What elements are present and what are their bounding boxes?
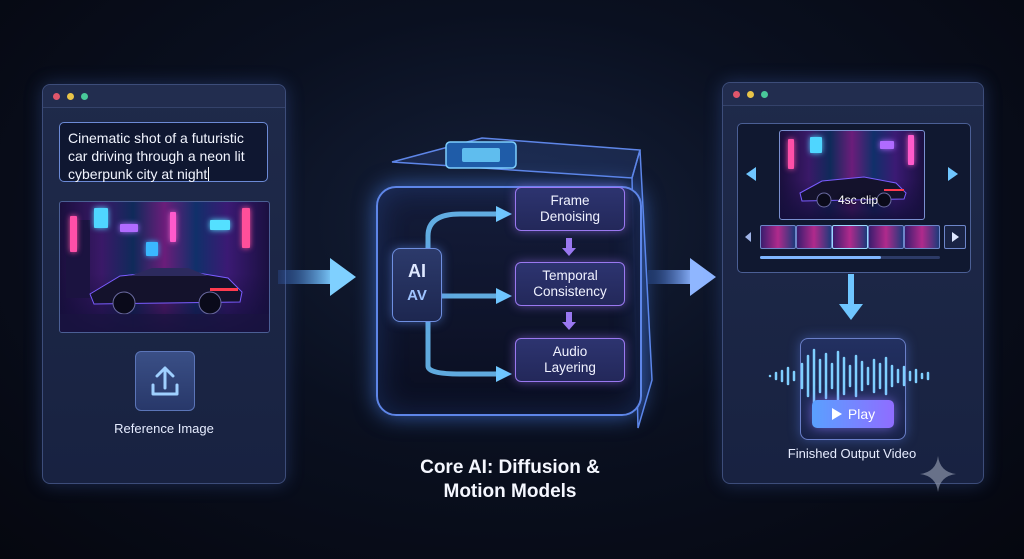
playback-progress-fill <box>760 256 881 259</box>
timeline-next-button[interactable] <box>944 225 966 249</box>
timeline-prev-icon[interactable] <box>743 231 753 243</box>
window-minimize-dot[interactable] <box>67 93 74 100</box>
ai-chip-line2: AV <box>407 287 427 304</box>
step-frame-denoising-label: Frame Denoising <box>539 193 601 224</box>
upload-button[interactable] <box>135 351 195 411</box>
core-title: Core AI: Diffusion & Motion Models <box>400 456 620 504</box>
playback-progress-track[interactable] <box>760 256 940 259</box>
ai-chip: AI AV <box>392 248 442 322</box>
window-maximize-dot[interactable] <box>761 91 768 98</box>
timeline-thumb[interactable] <box>868 225 904 249</box>
prompt-text: Cinematic shot of a futuristic car drivi… <box>68 130 245 182</box>
window-close-dot[interactable] <box>53 93 60 100</box>
timeline-next-icon <box>952 232 959 242</box>
car-illustration <box>799 176 907 208</box>
prev-arrow-icon[interactable] <box>744 166 758 182</box>
timeline-thumb[interactable] <box>760 225 796 249</box>
ai-chip-line1: AI <box>408 261 426 281</box>
timeline-thumb[interactable] <box>796 225 832 249</box>
next-arrow-icon[interactable] <box>946 166 960 182</box>
video-preview[interactable]: 4sc clip <box>779 130 925 220</box>
upload-icon <box>151 366 179 396</box>
flow-arrow-core-to-output <box>648 258 716 296</box>
prompt-input[interactable]: Cinematic shot of a futuristic car drivi… <box>59 122 268 182</box>
input-window-titlebar <box>43 85 285 108</box>
step-audio-layering-label: Audio Layering <box>544 344 596 375</box>
play-icon <box>831 408 842 420</box>
core-connectors <box>425 206 576 382</box>
text-cursor <box>208 167 210 181</box>
timeline-thumb[interactable] <box>904 225 940 249</box>
window-minimize-dot[interactable] <box>747 91 754 98</box>
play-button-label: Play <box>847 406 876 422</box>
flow-arrow-input-to-core <box>278 258 356 296</box>
step-frame-denoising: Frame Denoising <box>515 187 625 231</box>
step-audio-layering: Audio Layering <box>515 338 625 382</box>
core-title-line1: Core AI: Diffusion & <box>420 457 600 478</box>
car-illustration <box>60 268 269 332</box>
clip-label: 4sc clip <box>838 193 879 207</box>
window-close-dot[interactable] <box>733 91 740 98</box>
play-button[interactable]: Play <box>812 400 894 428</box>
step-temporal-consistency: Temporal Consistency <box>515 262 625 306</box>
flow-arrow-down <box>839 274 863 320</box>
input-window: Cinematic shot of a futuristic car drivi… <box>42 84 286 484</box>
reference-image <box>59 201 270 333</box>
output-caption: Finished Output Video <box>787 446 917 461</box>
reference-image-label: Reference Image <box>114 421 214 436</box>
waveform-icon <box>768 348 930 404</box>
timeline-thumb[interactable] <box>832 225 868 249</box>
output-window-titlebar <box>723 83 983 106</box>
sparkle-icon <box>920 456 956 492</box>
core-title-line2: Motion Models <box>443 481 577 502</box>
step-temporal-consistency-label: Temporal Consistency <box>533 268 607 299</box>
window-maximize-dot[interactable] <box>81 93 88 100</box>
